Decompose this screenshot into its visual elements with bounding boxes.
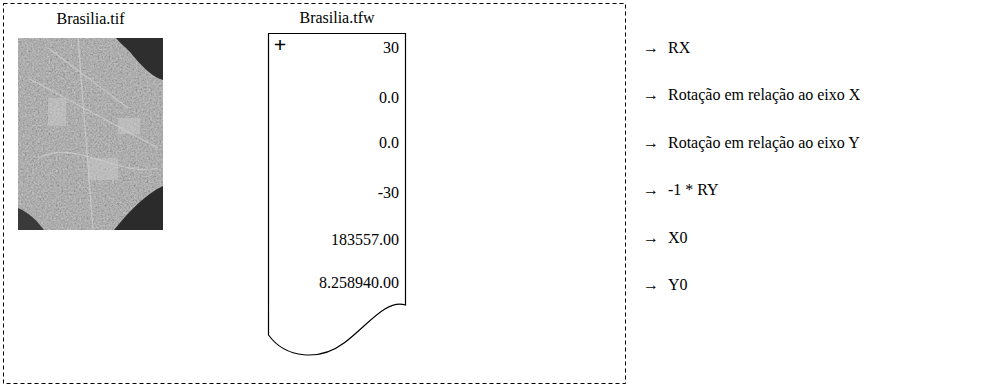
parameter-name: X0 <box>668 228 688 248</box>
parameter-value: -30 <box>378 183 399 203</box>
plus-sign: + <box>274 32 287 58</box>
parameter-name: Y0 <box>668 275 688 295</box>
parameter-name: RX <box>668 38 690 58</box>
document-node: Brasilia.tfw300.00.0-30183557.008.258940… <box>268 33 406 353</box>
world-file-document <box>269 34 406 355</box>
parameter-value: 30 <box>383 38 399 58</box>
parameter-name: Rotação em relação ao eixo X <box>668 85 860 105</box>
arrow-symbol: → <box>643 275 659 295</box>
arrow-symbol: → <box>643 85 659 105</box>
satellite-image <box>18 38 163 230</box>
image-node: Brasilia.tif <box>18 38 163 230</box>
file-name: Brasilia.tif <box>57 9 125 29</box>
arrow-symbol: → <box>643 180 659 200</box>
parameter-name: Rotação em relação ao eixo Y <box>668 133 860 153</box>
dashed-frame <box>4 4 626 384</box>
arrow-symbol: → <box>643 228 659 248</box>
parameter-name: -1 * RY <box>668 180 719 200</box>
file-name: Brasilia.tfw <box>299 8 374 28</box>
parameter-value: 183557.00 <box>331 230 399 250</box>
parameter-value: 0.0 <box>379 133 399 153</box>
arrow-symbol: → <box>643 133 659 153</box>
parameter-value: 8.258940.00 <box>319 273 399 293</box>
arrow-symbol: → <box>643 38 659 58</box>
parameter-value: 0.0 <box>379 88 399 108</box>
